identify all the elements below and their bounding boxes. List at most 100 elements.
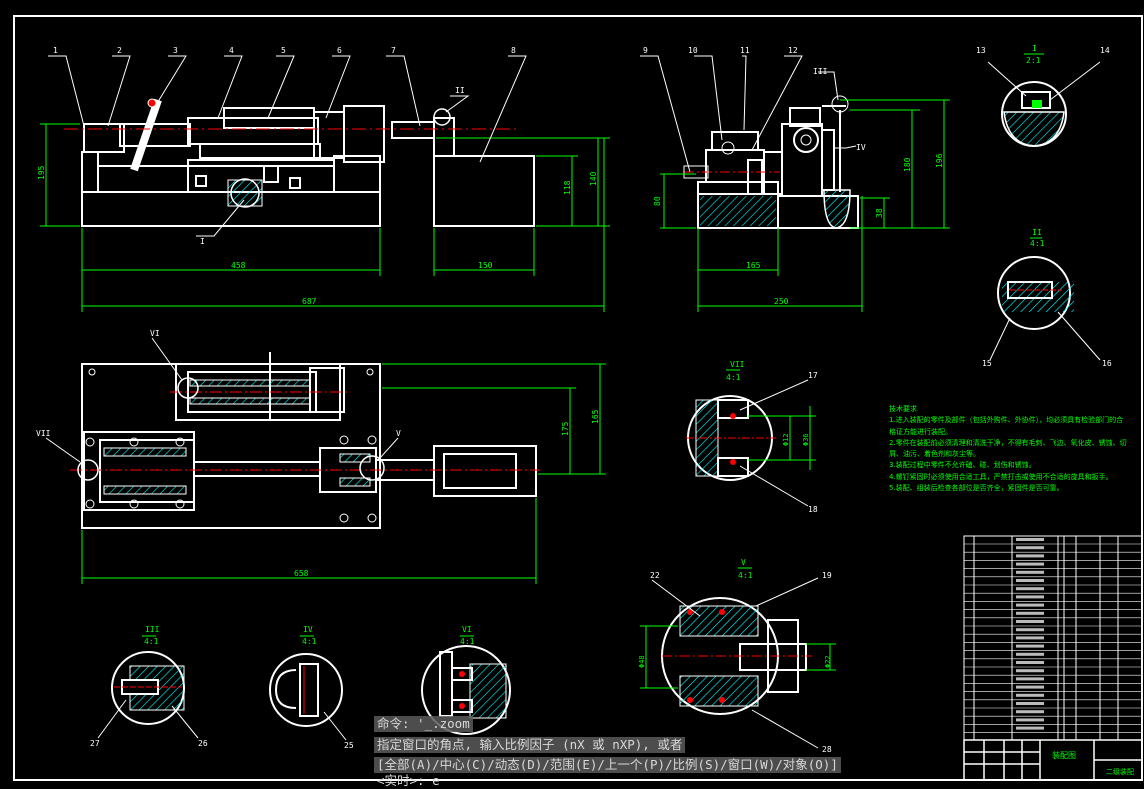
- balloon-14: 14: [1100, 46, 1110, 55]
- front-leaders: [48, 55, 857, 237]
- command-input[interactable]: <实时>: e: [377, 773, 440, 788]
- hatch-side-base: [700, 196, 776, 226]
- side-wheel: [793, 127, 819, 153]
- tech-line-5: 5.装配、组装后检查各部位是否齐全，紧固件是否可靠。: [889, 484, 1064, 493]
- handle-lever: [130, 98, 162, 172]
- title-block-center: 装配图: [1052, 750, 1076, 760]
- parts-list-rows: [964, 538, 1142, 733]
- balloon-26: 26: [198, 739, 208, 748]
- detail-V-roman: V: [741, 558, 746, 567]
- parts-list-cell-text: [1016, 652, 1044, 656]
- dim-front-h3: 140: [589, 171, 598, 186]
- detail-II-roman: II: [1032, 228, 1042, 237]
- section-mark-I: I: [200, 237, 205, 246]
- hatch-section-front: [227, 179, 263, 207]
- detail-VI-roman: VI: [462, 625, 472, 634]
- parts-list-cell-text: [1016, 636, 1044, 640]
- dim-front-h2: 118: [563, 180, 572, 195]
- top-bolts: [85, 368, 377, 523]
- dim-detail-V-b: Φ22: [824, 655, 832, 668]
- detail-VII: [686, 369, 816, 507]
- balloon-9: 9: [643, 46, 648, 55]
- detail-circle-I-front: [230, 178, 260, 208]
- tech-line-1: 1.进入装配的零件及部件（包括外购件、外协件），均必须具有检验部门的合格证方能进…: [889, 416, 1124, 436]
- side-wheel-hub: [800, 134, 812, 146]
- dim-front-w1: 458: [231, 261, 246, 270]
- parts-list-cell-text: [1016, 595, 1044, 599]
- parts-list-cell-text: [1016, 628, 1044, 632]
- detail-VII-roman: VII: [730, 360, 745, 369]
- parts-list-cell-text: [1016, 677, 1044, 681]
- section-mark-V: V: [396, 429, 401, 438]
- balloon-1: 1: [53, 46, 58, 55]
- balloon-16: 16: [1102, 359, 1112, 368]
- parts-list-cell-text: [1016, 702, 1044, 705]
- parts-list-cell-text: [1016, 718, 1044, 722]
- parts-list-cell-text: [1016, 570, 1044, 574]
- parts-list: [963, 535, 1143, 741]
- parts-list-cell-text: [1016, 710, 1044, 714]
- section-mark-III: III: [813, 67, 828, 76]
- parts-list-cell-text: [1016, 546, 1044, 550]
- tech-title: 技术要求: [889, 405, 917, 413]
- side-cup: [823, 189, 851, 229]
- balloon-4: 4: [229, 46, 234, 55]
- command-history-line-2: 指定窗口的角点, 输入比例因子 (nX 或 nXP), 或者: [374, 737, 686, 753]
- balloon-8: 8: [511, 46, 516, 55]
- dim-detail-VII-a: Φ12: [782, 433, 790, 446]
- dim-side-h1: 80: [653, 196, 662, 206]
- parts-list-cell-text: [1016, 554, 1044, 558]
- detail-VII-scale: 4:1: [726, 373, 741, 382]
- dim-detail-VII-b: Φ36: [802, 433, 810, 446]
- leader-VII: [45, 437, 81, 463]
- balloon-6: 6: [337, 46, 342, 55]
- dim-front-w2: 150: [478, 261, 493, 270]
- detail-V: [640, 567, 836, 749]
- detail-III-scale: 4:1: [144, 637, 159, 646]
- dim-side-h4: 38: [875, 208, 884, 218]
- parts-list-cell-text: [1016, 603, 1044, 607]
- section-mark-II: II: [455, 86, 465, 95]
- detail-VI: [421, 635, 511, 735]
- balloon-28: 28: [822, 745, 832, 754]
- balloon-13: 13: [976, 46, 986, 55]
- balloon-12: 12: [788, 46, 798, 55]
- detail-circle-III: [831, 95, 849, 113]
- dim-detail-V-a: Φ48: [638, 655, 646, 668]
- top-hatch: [103, 379, 371, 495]
- parts-list-cell-text: [1016, 693, 1044, 697]
- tech-requirements: 技术要求 1.进入装配的零件及部件（包括外购件、外协件），均必须具有检验部门的合…: [889, 405, 1127, 493]
- command-history-line-1: 命令: '_.zoom: [374, 716, 473, 732]
- dim-side-w1: 165: [746, 261, 761, 270]
- section-mark-IV: IV: [856, 143, 866, 152]
- leader-V: [379, 437, 399, 459]
- detail-I-scale: 2:1: [1026, 56, 1041, 65]
- parts-list-cell-text: [1016, 562, 1044, 566]
- side-dimensions: [660, 99, 950, 312]
- detail-circle-II-front: [433, 108, 451, 126]
- detail-IV-scale: 4:1: [302, 637, 317, 646]
- side-bolt: [721, 141, 735, 155]
- balloon-27: 27: [90, 739, 100, 748]
- balloon-7: 7: [391, 46, 396, 55]
- parts-list-cell-text: [1016, 538, 1044, 541]
- parts-list-cell-text: [1016, 587, 1044, 591]
- parts-list-cell-text: [1016, 611, 1044, 615]
- dim-front-w3: 687: [302, 297, 317, 306]
- dim-top-h2: 165: [591, 409, 600, 424]
- balloon-19: 19: [822, 571, 832, 580]
- detail-circle-VI: [177, 377, 199, 399]
- detail-I-roman: I: [1032, 44, 1037, 53]
- top-dimensions: [81, 363, 606, 584]
- command-options-line[interactable]: [全部(A)/中心(C)/动态(D)/范围(E)/上一个(P)/比例(S)/窗口…: [374, 757, 841, 773]
- tech-line-3: 3.装配过程中零件不允许磕、碰、划伤和锈蚀。: [889, 461, 1036, 470]
- detail-III: [97, 635, 199, 739]
- leader-VI: [151, 337, 183, 381]
- section-mark-VI: VI: [150, 329, 160, 338]
- parts-list-cell-text: [1016, 685, 1044, 689]
- parts-list-cell-text: [1016, 620, 1044, 623]
- dim-side-h2: 180: [903, 157, 912, 172]
- detail-IV: [269, 635, 347, 741]
- side-view: [697, 105, 859, 229]
